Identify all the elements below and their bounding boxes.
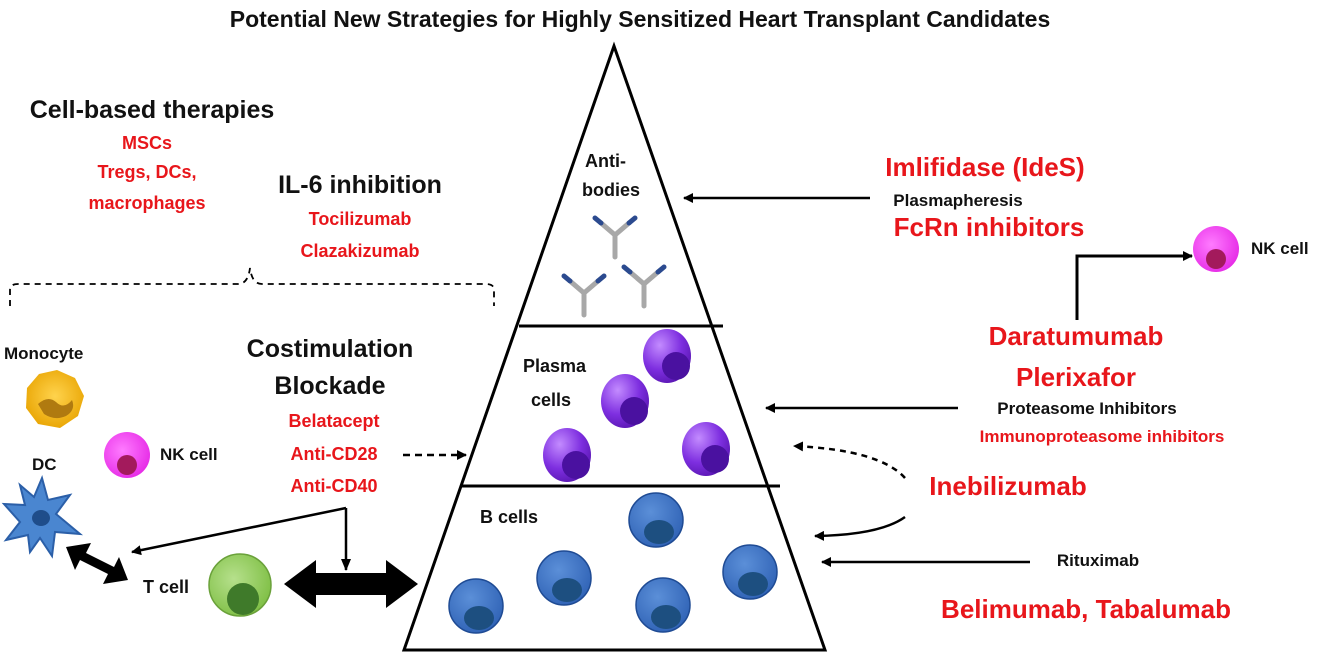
nk-cell-icon: [104, 432, 150, 478]
t-cell-label: T cell: [143, 577, 190, 597]
b-cell-icon: [722, 544, 778, 600]
nk-cell-icon: [1193, 226, 1239, 272]
b-cells-label: B cells: [480, 507, 539, 527]
il6-item: Tocilizumab: [308, 209, 412, 229]
imlifidase-label: Imlifidase (IdeS): [885, 152, 1085, 182]
fcrn-label: FcRn inhibitors: [893, 212, 1085, 242]
costim-item: Anti-CD28: [290, 444, 378, 464]
monocyte-label: Monocyte: [4, 344, 84, 363]
belimumab-label: Belimumab, Tabalumab: [941, 594, 1231, 624]
il6-heading: IL-6 inhibition: [278, 171, 442, 199]
proteasome-label: Proteasome Inhibitors: [997, 399, 1177, 418]
nk-cell-label: NK cell: [1251, 239, 1309, 258]
cell-based-heading: Cell-based therapies: [29, 96, 275, 124]
plasma-cells-label: cells: [531, 390, 572, 410]
plerixafor-label: Plerixafor: [1016, 362, 1136, 392]
plasma-cell-icon: [543, 428, 591, 482]
cell-based-item: MSCs: [121, 133, 173, 153]
costim-item: Anti-CD40: [290, 476, 378, 496]
t-cell-icon: [208, 553, 272, 617]
daratumumab-label: Daratumumab: [988, 321, 1164, 351]
dashed-bracket: [9, 267, 495, 306]
b-cell-icon: [635, 577, 691, 633]
plasmapheresis-label: Plasmapheresis: [893, 191, 1023, 210]
costim-heading: Blockade: [274, 372, 386, 400]
plasma-cell-icon: [682, 422, 730, 476]
diagram-title: Potential New Strategies for Highly Sens…: [229, 6, 1051, 32]
double-arrow-icon: [66, 543, 128, 584]
inebilizumab-label: Inebilizumab: [929, 471, 1087, 501]
plasma-cells-label: Plasma: [523, 356, 587, 376]
plasma-cell-icon: [643, 329, 691, 383]
rituximab-label: Rituximab: [1056, 551, 1140, 570]
cell-based-item: macrophages: [88, 193, 206, 213]
double-arrow-icon: [284, 560, 418, 608]
cell-based-item: Tregs, DCs,: [97, 162, 197, 182]
b-cell-icon: [536, 550, 592, 606]
costim-heading: Costimulation: [246, 335, 414, 363]
nk-cell-label: NK cell: [160, 445, 218, 464]
pyramid: [401, 41, 828, 652]
antibody-icon: [592, 215, 638, 260]
b-cell-icon: [628, 492, 684, 548]
immunoproteasome-label: Immunoproteasome inhibitors: [979, 427, 1225, 446]
il6-item: Clazakizumab: [300, 241, 420, 261]
monocyte-icon: [26, 370, 84, 428]
antibody-icon: [621, 264, 667, 309]
arrows: [131, 193, 1193, 571]
dc-label: DC: [32, 455, 57, 474]
b-cell-icon: [448, 578, 504, 634]
antibody-icon: [561, 273, 607, 318]
antibodies-label: Anti-: [585, 151, 626, 171]
plasma-cell-icon: [601, 374, 649, 428]
costim-item: Belatacept: [288, 411, 380, 431]
antibodies-label: bodies: [582, 180, 641, 200]
dc-icon: [1, 474, 84, 559]
